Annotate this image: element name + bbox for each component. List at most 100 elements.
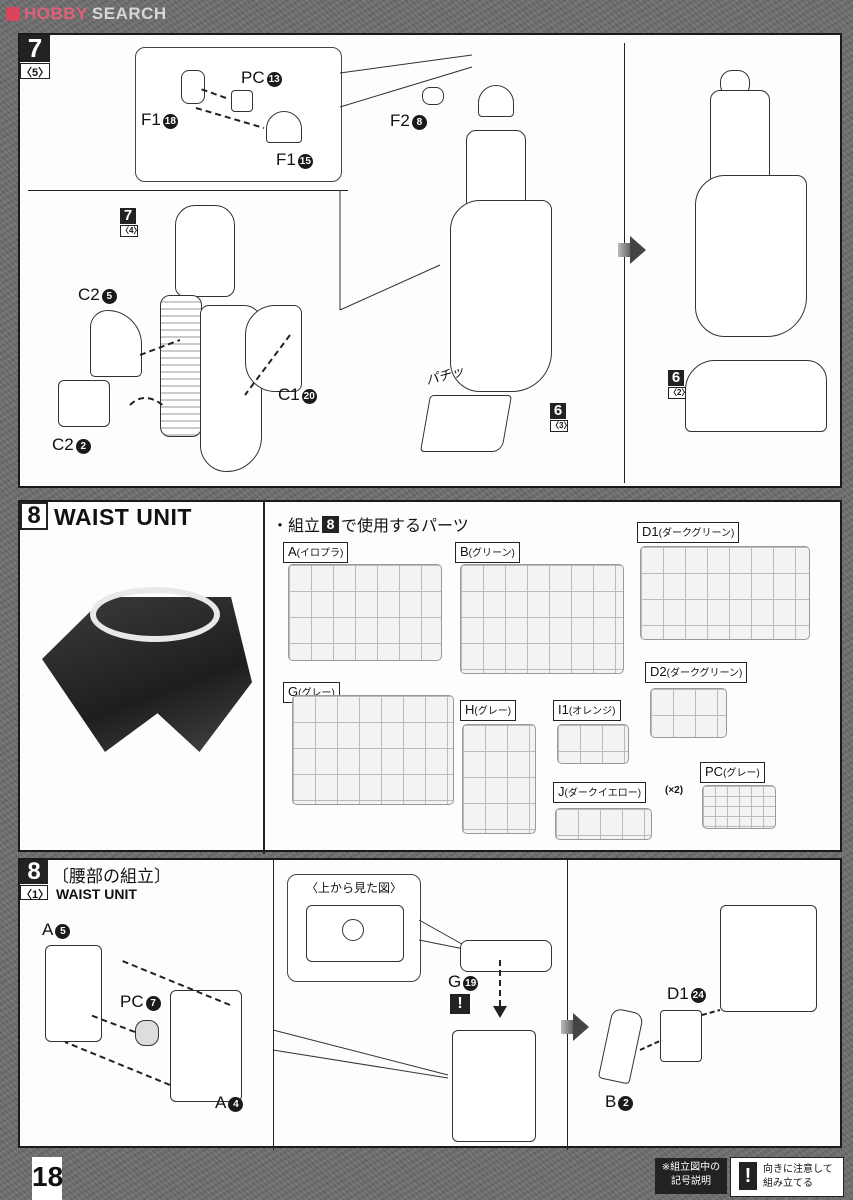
runner-h-image — [462, 724, 536, 834]
next-step-arrow-stem — [618, 243, 632, 257]
down-arrow-icon — [493, 960, 507, 1018]
part-g19-drawing — [460, 940, 552, 972]
next-step-arrow-icon — [630, 236, 646, 264]
waist-frame-assembled-drawing — [720, 905, 817, 1012]
watermark-brand-hobby: HOBBY — [24, 4, 88, 23]
runner-label-i1: I1(オレンジ) — [553, 700, 621, 721]
step8b-title-en: WAIST UNIT — [56, 886, 137, 902]
waist-frame-drawing — [452, 1030, 536, 1142]
next-step-arrow-stem — [561, 1020, 575, 1034]
top-view-ring — [342, 919, 364, 941]
assembly-arrows-icon — [195, 87, 265, 129]
waist-hose-render — [90, 587, 220, 642]
mid-leg-armor-drawing — [450, 200, 552, 392]
top-view-label: 〈上から見た図〉 — [305, 881, 402, 895]
runner-label-j: J(ダークイエロー) — [553, 782, 647, 803]
divider — [624, 43, 625, 483]
ref-step6b-number: 6 — [668, 370, 684, 386]
step8-title: WAIST UNIT — [54, 504, 192, 530]
zoom-leader-lines — [339, 190, 441, 311]
step8b-leader-lines — [272, 1029, 449, 1079]
ref-step7-substep: 〈4〉 — [120, 225, 142, 237]
top-view-callout: 〈上から見た図〉 — [287, 874, 421, 982]
part-f1-18-drawing — [181, 70, 205, 104]
symbol-legend-box: ! 向きに注意して 組み立てる — [730, 1157, 844, 1197]
step7-number: 7 — [20, 35, 50, 62]
divider — [263, 502, 265, 854]
leg-upper-drawing — [175, 205, 235, 297]
step8b-substep: 〈1〉 — [20, 885, 49, 901]
hobbysearch-watermark: HOBBY SEARCH — [6, 4, 167, 24]
runner-a-image — [288, 564, 442, 661]
page-number: 18 — [32, 1157, 63, 1200]
divider — [28, 190, 348, 191]
legend-line1: ※組立図中の — [661, 1162, 721, 1173]
step7-substep: 〈5〉 — [20, 63, 50, 79]
step8-overview-panel: 8 WAIST UNIT ・組立 8 で使用するパーツ A(イロプラ) B(グリ… — [18, 500, 842, 854]
symbol-legend-heading: ※組立図中の 記号説明 — [655, 1158, 727, 1194]
next-step-arrow-icon — [573, 1013, 589, 1041]
runner-label-d1: D1(ダークグリーン) — [637, 522, 740, 543]
runner-label-b: B(グリーン) — [455, 542, 520, 563]
runner-pc-image — [702, 785, 776, 829]
part-c2-2-drawing — [58, 380, 110, 427]
parts-used-heading: ・組立 8 で使用するパーツ — [272, 515, 469, 535]
part-d1-24-drawing — [660, 1010, 702, 1062]
right-leg-armor-drawing — [695, 175, 807, 337]
step8b-left-arrows-icon — [64, 959, 231, 1086]
legend-warning-icon: ! — [739, 1162, 757, 1190]
step7-left-arrows-icon — [129, 334, 291, 408]
part-f1-15-drawing — [266, 111, 302, 143]
legend-text2: 組み立てる — [763, 1178, 813, 1189]
runner-g-image — [292, 695, 454, 805]
ref-step7-number: 7 — [120, 208, 136, 224]
step8b-title-jp: 〔腰部の組立〕 — [52, 867, 171, 886]
runner-d2-image — [650, 688, 727, 738]
runner-label-d2: D2(ダークグリーン) — [645, 662, 748, 683]
hobbysearch-logo-icon — [6, 7, 20, 21]
step8b-number: 8 — [20, 860, 48, 884]
mid-foot-drawing — [419, 395, 513, 452]
runner-label-a: A(イロプラ) — [283, 542, 349, 563]
runner-j-image — [555, 808, 652, 840]
callout-leader-lines — [339, 54, 473, 108]
part-c2-5-drawing — [90, 310, 142, 377]
runner-j-quantity: (×2) — [665, 785, 684, 796]
part-a4-drawing — [170, 990, 242, 1102]
part-c1-20-drawing — [245, 305, 302, 392]
part-f2-8-drawing — [422, 87, 444, 105]
right-foot-drawing — [685, 360, 827, 432]
runner-b-image — [460, 564, 624, 674]
divider — [567, 860, 568, 1150]
runner-label-pc: PC(グレー) — [700, 762, 765, 783]
ref-step6-substep: 〈3〉 — [550, 420, 572, 432]
legend-text1: 向きに注意して — [763, 1164, 833, 1175]
part-pc7-drawing — [135, 1020, 159, 1046]
legend-line2: 記号説明 — [671, 1176, 711, 1187]
step8b-right-arrows-icon — [639, 1009, 721, 1051]
runner-d1-image — [640, 546, 810, 640]
ref-step6b-substep: 〈2〉 — [668, 387, 690, 399]
ref-step6-number: 6 — [550, 403, 566, 419]
runner-label-h: H(グレー) — [460, 700, 517, 721]
part-pc-13-drawing — [231, 90, 253, 112]
runner-i1-image — [557, 724, 629, 764]
step8-number: 8 — [20, 502, 48, 530]
orientation-warning-icon: ! — [450, 994, 470, 1014]
